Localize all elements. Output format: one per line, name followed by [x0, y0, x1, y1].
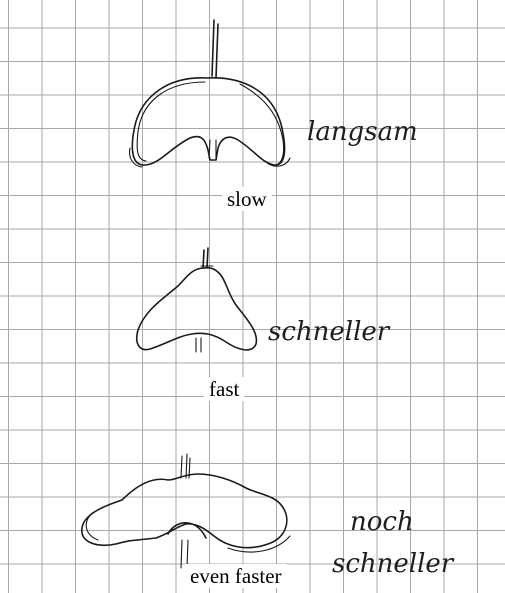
caption-fast: fast: [204, 377, 244, 401]
handwritten-notes: langsam schneller noch schneller: [268, 117, 455, 579]
fast-drop-sketch: [137, 248, 257, 352]
note-slow: langsam: [307, 117, 418, 147]
slow-drop-sketch: [130, 20, 290, 167]
note-faster-line-2: schneller: [332, 549, 455, 579]
note-fast: schneller: [268, 317, 391, 347]
caption-slow: slow: [222, 187, 272, 211]
caption-even-faster: even faster: [185, 564, 287, 588]
note-faster-line-1: noch: [350, 507, 414, 537]
even-faster-drop-sketch: [82, 454, 290, 568]
